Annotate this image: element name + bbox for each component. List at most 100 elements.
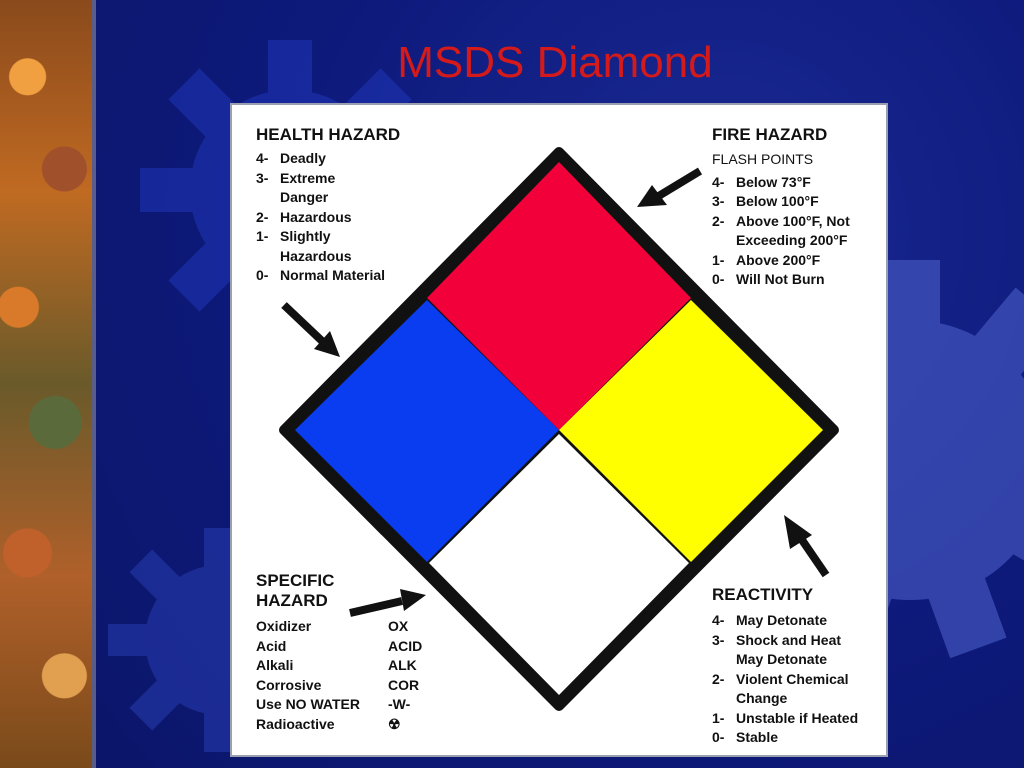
arrow-icon: [637, 167, 703, 207]
reactivity-legend: REACTIVITY 4- May Detonate 3- Shock and Hea…: [712, 585, 858, 748]
health-legend-item: 3- Extreme: [256, 169, 400, 189]
reactivity-level-number: [712, 689, 736, 709]
health-level-text: Normal Material: [280, 267, 386, 283]
reactivity-heading: REACTIVITY: [712, 585, 814, 604]
specific-hazard-name: Use NO WATER: [256, 696, 360, 712]
health-level-text: Hazardous: [280, 247, 352, 264]
fire-level-number: 0-: [712, 271, 725, 287]
health-level-number: 3-: [256, 169, 269, 186]
health-level-text: Extreme: [280, 169, 336, 186]
health-level-text: Deadly: [280, 150, 326, 166]
specific-hazard-item: Oxidizer OX: [256, 617, 422, 637]
reactivity-legend-item: 3- Shock and Heat: [712, 631, 858, 651]
fire-level-number: 3-: [712, 193, 725, 209]
health-legend-item: 2- Hazardous: [256, 208, 400, 228]
health-legend-item: Danger: [256, 188, 400, 208]
health-level-text: Hazardous: [280, 208, 352, 225]
reactivity-legend-item: 1- Unstable if Heated: [712, 709, 858, 729]
arrow-icon: [281, 302, 340, 357]
specific-hazard-name: Acid: [256, 637, 287, 654]
fire-level-number: [712, 231, 736, 251]
reactivity-level-text: May Detonate: [736, 612, 828, 628]
fire-hazard-list: 4- Below 73°F 3- Below 100°F 2- Above 100°F, …: [712, 173, 850, 290]
reactivity-level-number: 1-: [712, 709, 725, 726]
reactivity-level-number: 2-: [712, 670, 725, 687]
fire-legend-item: 0- Will Not Burn: [712, 270, 850, 290]
reactivity-legend-item: 4- May Detonate: [712, 611, 858, 631]
specific-hazard-name: Radioactive: [256, 715, 335, 732]
fire-legend-item: 3- Below 100°F: [712, 192, 850, 212]
specific-hazard-code: COR: [388, 676, 420, 693]
decorative-strip-edge: [92, 0, 96, 768]
specific-hazard-heading-line2: HAZARD: [256, 591, 328, 610]
health-legend-item: Hazardous: [256, 247, 400, 267]
reactivity-level-text: Unstable if Heated: [736, 709, 859, 726]
specific-hazard-item: Alkali ALK: [256, 656, 422, 676]
arrow-icon: [784, 515, 830, 578]
reactivity-level-number: [712, 650, 736, 670]
specific-hazard-item: Radioactive ☢: [256, 715, 422, 735]
fire-level-text: Above 200°F: [736, 251, 821, 268]
health-level-number: 2-: [256, 208, 269, 225]
reactivity-level-number: 0-: [712, 729, 725, 745]
health-quadrant: [295, 300, 559, 562]
reactivity-level-number: 4-: [712, 612, 725, 628]
health-legend-item: 1- Slightly: [256, 227, 400, 247]
health-level-number: 4-: [256, 150, 269, 166]
specific-hazard-item: Use NO WATER -W-: [256, 695, 422, 715]
reactivity-level-text: May Detonate: [736, 651, 828, 667]
specific-hazard-name: Oxidizer: [256, 618, 312, 634]
fire-level-number: 2-: [712, 212, 725, 229]
reactivity-legend-item: Change: [712, 689, 858, 709]
fire-hazard-heading: FIRE HAZARD: [712, 125, 828, 144]
health-level-number: [256, 188, 280, 208]
specific-hazard-item: Corrosive COR: [256, 676, 422, 696]
reactivity-legend-item: 2- Violent Chemical: [712, 670, 858, 690]
fire-legend-item: 1- Above 200°F: [712, 251, 850, 271]
slide-title: MSDS Diamond: [397, 38, 713, 87]
reactivity-level-text: Violent Chemical: [736, 670, 849, 687]
health-legend-item: 0- Normal Material: [256, 266, 400, 286]
fire-level-text: Below 100°F: [736, 193, 819, 209]
flash-points-subheading: FLASH POINTS: [712, 151, 814, 167]
reactivity-level-number: 3-: [712, 631, 725, 648]
specific-hazard-heading-line1: SPECIFIC: [256, 571, 335, 590]
specific-hazard-code: -W-: [388, 696, 411, 712]
specific-hazard-code: ☢: [388, 715, 401, 732]
fire-legend-item: 2- Above 100°F, Not: [712, 212, 850, 232]
specific-hazard-name: Alkali: [256, 657, 294, 673]
flammability-quadrant: [427, 162, 691, 430]
fire-level-text: Will Not Burn: [736, 271, 825, 287]
nfpa-diamond: [279, 147, 839, 711]
fire-level-number: 4-: [712, 173, 725, 190]
health-level-number: 1-: [256, 228, 269, 244]
reactivity-level-text: Shock and Heat: [736, 631, 842, 648]
decorative-left-strip: [0, 0, 92, 768]
reactivity-legend-item: May Detonate: [712, 650, 858, 670]
reactivity-level-text: Stable: [736, 729, 779, 745]
reactivity-legend-item: 0- Stable: [712, 728, 858, 748]
reactivity-level-text: Change: [736, 690, 788, 706]
fire-level-number: 1-: [712, 251, 725, 268]
health-level-text: Slightly: [280, 228, 331, 244]
fire-hazard-legend: FIRE HAZARD FLASH POINTS 4- Below 73°F 3- B…: [712, 125, 850, 290]
special-hazard-quadrant: [429, 434, 689, 695]
specific-hazard-code: OX: [388, 618, 409, 634]
fire-level-text: Exceeding 200°F: [736, 232, 848, 248]
specific-hazard-name: Corrosive: [256, 676, 322, 693]
health-level-number: [256, 247, 280, 267]
specific-hazard-code: ALK: [388, 657, 417, 673]
fire-level-text: Below 73°F: [736, 173, 811, 190]
health-level-number: 0-: [256, 267, 269, 283]
health-hazard-heading: HEALTH HAZARD: [256, 125, 401, 144]
health-level-text: Danger: [280, 189, 329, 205]
fire-level-text: Above 100°F, Not: [736, 212, 850, 229]
reactivity-quadrant: [559, 300, 823, 562]
